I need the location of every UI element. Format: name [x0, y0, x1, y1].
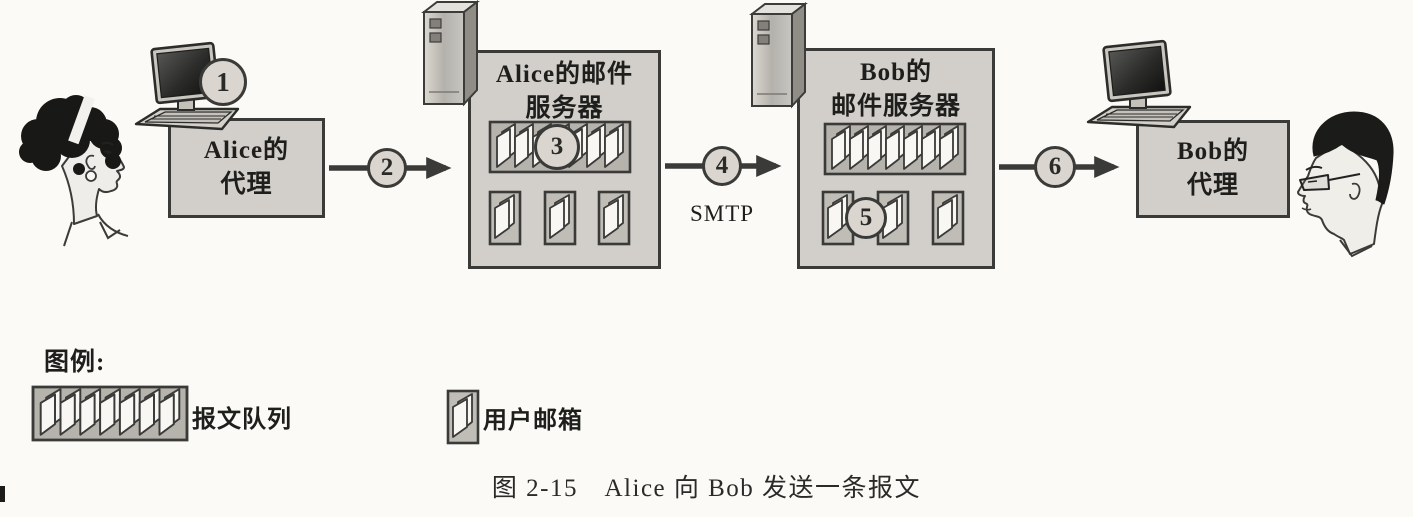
step-circle-3: 3 — [534, 124, 580, 170]
alice-agent-box: Alice的 代理 — [168, 118, 325, 218]
bob-server-label-line2: 邮件服务器 — [830, 93, 961, 120]
message-queue-icon — [31, 385, 189, 442]
legend-mailbox-label: 用户邮箱 — [483, 408, 583, 434]
alice-face — [19, 95, 129, 247]
step-circle-1: 1 — [199, 58, 247, 106]
figure-caption: 图 2-15 Alice 向 Bob 发送一条报文 — [491, 475, 922, 502]
bob-agent-box: Bob的 代理 — [1136, 120, 1290, 218]
bob-face — [1297, 111, 1394, 258]
step-circle-4: 4 — [702, 146, 742, 186]
alice-agent-label-line2: 代理 — [220, 171, 273, 198]
bob-server-label-line1: Bob的 — [859, 59, 933, 86]
step-circle-5: 5 — [845, 197, 887, 239]
legend-title: 图例: — [44, 349, 106, 376]
step-circle-2: 2 — [367, 148, 407, 188]
smtp-protocol-label: SMTP — [689, 201, 755, 226]
bob-agent-label-line2: 代理 — [1186, 172, 1239, 199]
step-circle-6: 6 — [1034, 146, 1076, 188]
bob-mail-server-box: Bob的 邮件服务器 — [797, 48, 995, 269]
desktop-computer-icon — [1086, 39, 1192, 129]
user-mailbox-icon — [446, 389, 480, 445]
alice-server-label-line1: Alice的邮件 — [495, 61, 634, 88]
alice-agent-label-line1: Alice的 — [203, 137, 290, 164]
alice-server-label-line2: 服务器 — [525, 95, 604, 122]
bob-agent-label-line1: Bob的 — [1176, 138, 1250, 165]
legend-queue-label: 报文队列 — [192, 407, 292, 433]
